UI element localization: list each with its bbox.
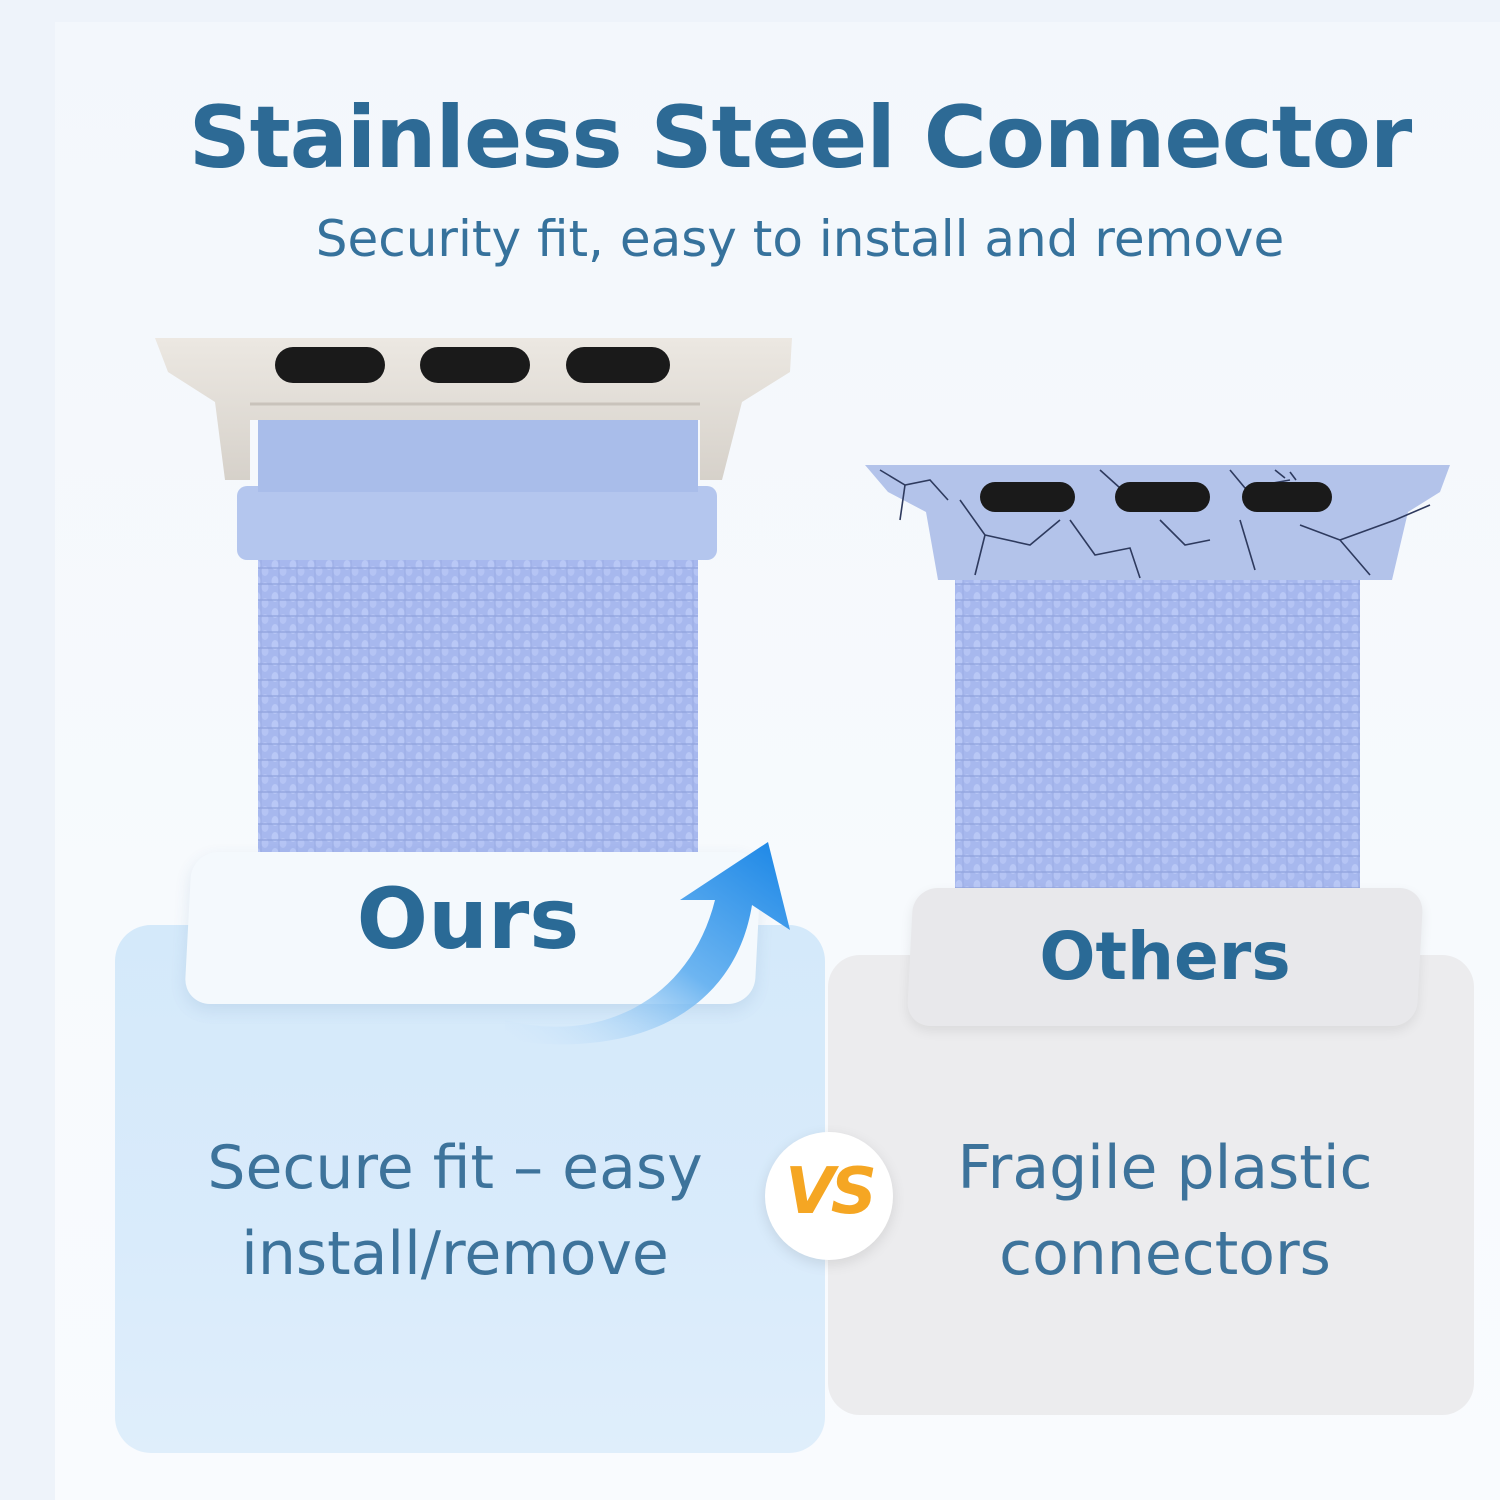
others-card bbox=[828, 955, 1474, 1415]
ours-band-cap bbox=[237, 420, 717, 560]
others-label: Others bbox=[1039, 918, 1291, 995]
ours-card bbox=[115, 925, 825, 1453]
page-subtitle: Security fit, easy to install and remove bbox=[315, 210, 1285, 268]
others-band bbox=[955, 575, 1360, 895]
others-description-line2: connectors bbox=[999, 1219, 1331, 1289]
vs-badge-icon bbox=[765, 1132, 893, 1260]
ours-description: Secure fit – easy install/remove bbox=[150, 1125, 760, 1297]
others-description-line1: Fragile plastic bbox=[957, 1133, 1373, 1203]
others-plastic-connector bbox=[865, 465, 1450, 580]
others-description: Fragile plastic connectors bbox=[880, 1125, 1450, 1297]
ours-label: Ours bbox=[356, 870, 580, 968]
ours-steel-connector bbox=[155, 338, 792, 480]
ours-band bbox=[258, 552, 698, 872]
page-title: Stainless Steel Connector bbox=[188, 88, 1413, 188]
ours-description-line1: Secure fit – easy bbox=[207, 1133, 703, 1203]
ours-description-line2: install/remove bbox=[241, 1219, 669, 1289]
vs-label: VS bbox=[785, 1155, 877, 1229]
